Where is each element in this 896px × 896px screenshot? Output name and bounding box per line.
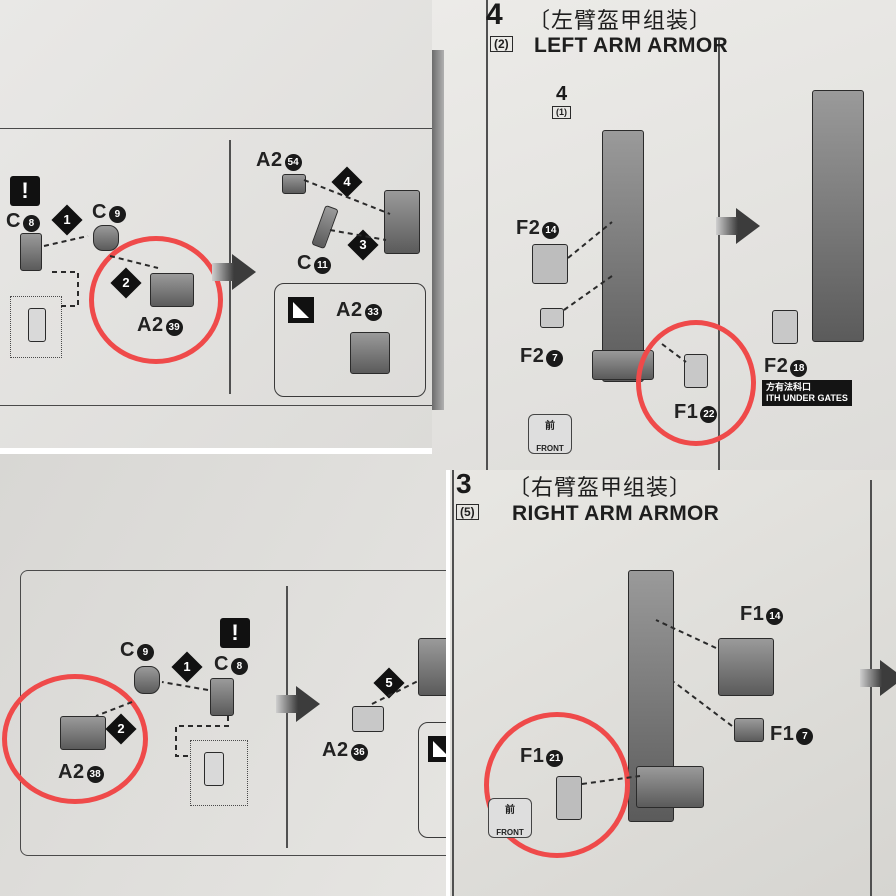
detail-part-icon (204, 752, 224, 786)
detail-inset-box (190, 740, 248, 806)
step-divider (286, 586, 288, 848)
step-number: 3 (456, 470, 472, 499)
step-title-cn: 〔右臂盔甲组装〕 (508, 475, 693, 500)
assembly-lines (563, 221, 687, 363)
part-f1-7-icon (734, 718, 764, 742)
assembly-lines (95, 679, 421, 757)
callout-box (418, 722, 446, 838)
part-a2-54-icon (282, 174, 306, 194)
completed-arm-icon (812, 90, 864, 342)
step-title-en: RIGHT ARM ARMOR (512, 502, 720, 525)
highlight-circle-a2-39 (89, 236, 223, 364)
detail-inset-box (10, 296, 62, 358)
step-number: 4 (486, 0, 503, 31)
highlight-circle-f1-22 (636, 320, 756, 446)
notice-label: 方有法科口 ITH UNDER GATES (762, 380, 852, 406)
step-border-left (452, 470, 454, 896)
assembly-lines (581, 619, 733, 785)
warning-icon: ! (10, 176, 40, 206)
part-a2-33-hand-icon (350, 332, 390, 374)
part-c9-icon (93, 225, 119, 251)
hand-position-icon (428, 736, 446, 762)
assembly-lines (43, 179, 391, 307)
callout-box (274, 283, 426, 397)
step-title-cn: 〔左臂盔甲组装〕 (528, 8, 713, 33)
step-title-en: LEFT ARM ARMOR (534, 34, 728, 57)
part-f1-14-icon (718, 638, 774, 696)
front-orientation-icon: 前 FRONT (488, 798, 532, 838)
next-step-arrow (276, 686, 320, 722)
assembly-forearm-icon (384, 190, 420, 254)
detail-part-icon (28, 308, 46, 342)
reference-step-number: 4 (556, 83, 568, 105)
part-f2-14-icon (532, 244, 568, 284)
hand-icon (636, 766, 704, 808)
next-step-arrow (860, 660, 896, 696)
part-c8-icon (20, 233, 42, 271)
reference-step-sub: (1) (552, 106, 571, 119)
page-fold-edge (432, 50, 444, 410)
forearm-assembly-icon (418, 638, 446, 696)
step-sub-number: (2) (490, 36, 513, 52)
step-sub-number: (5) (456, 504, 479, 520)
part-f2-18-icon (772, 310, 798, 344)
step-border-left (486, 0, 488, 470)
part-f2-7-icon (540, 308, 564, 328)
part-a2-36-icon (352, 706, 384, 732)
warning-icon: ! (220, 618, 250, 648)
part-c8-icon (210, 678, 234, 716)
highlight-circle-f1-21 (484, 712, 630, 858)
instruction-frame (0, 128, 432, 406)
front-orientation-icon: 前 FRONT (528, 414, 572, 454)
arm-assembly-icon (602, 130, 644, 382)
hand-position-icon (288, 297, 314, 323)
highlight-circle-a2-38 (2, 674, 148, 804)
part-c9-icon (134, 666, 160, 694)
next-step-arrow (716, 208, 760, 244)
next-step-arrow (212, 254, 256, 290)
step-border-right (718, 40, 720, 470)
step-border-right (870, 480, 872, 896)
